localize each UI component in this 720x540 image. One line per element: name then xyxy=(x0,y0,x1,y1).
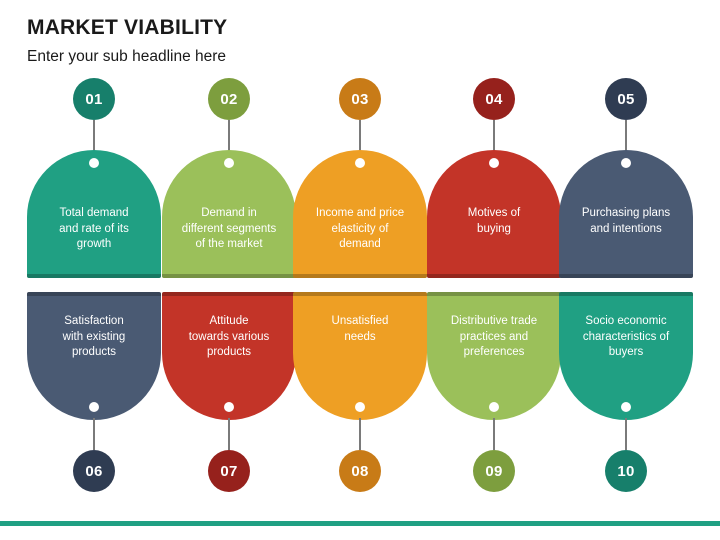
infographic-column-08[interactable]: Unsatisfied needs 08 xyxy=(293,292,427,492)
arch-card[interactable]: Attitude towards various products xyxy=(162,292,296,420)
footer-accent-bar xyxy=(0,521,720,526)
arch-card[interactable]: Income and price elasticity of demand xyxy=(293,150,427,278)
infographic-column-07[interactable]: Attitude towards various products 07 xyxy=(162,292,296,492)
page-subtitle: Enter your sub headline here xyxy=(27,48,227,65)
arch-card[interactable]: Motives of buying xyxy=(427,150,561,278)
card-label: Demand in different segments of the mark… xyxy=(181,207,277,250)
infographic-column-06[interactable]: Satisfaction with existing products 06 xyxy=(27,292,161,492)
card-label: Total demand and rate of its growth xyxy=(59,207,129,250)
arch-card[interactable]: Purchasing plans and intentions xyxy=(559,150,693,278)
connector-line xyxy=(359,120,361,152)
infographic-column-10[interactable]: Socio economic characteristics of buyers… xyxy=(559,292,693,492)
number-badge[interactable]: 01 xyxy=(73,78,115,120)
connector-dot-icon xyxy=(621,158,631,168)
card-label: Income and price elasticity of demand xyxy=(315,207,405,250)
card-accent-strip xyxy=(27,274,161,278)
infographic-column-01[interactable]: 01 Total demand and rate of its growth xyxy=(27,78,161,280)
arch-card[interactable]: Satisfaction with existing products xyxy=(27,292,161,420)
number-badge[interactable]: 02 xyxy=(208,78,250,120)
card-label: Motives of buying xyxy=(467,207,521,235)
card-accent-strip xyxy=(427,274,561,278)
connector-dot-icon xyxy=(89,402,99,412)
connector-dot-icon xyxy=(489,158,499,168)
arch-card[interactable]: Distributive trade practices and prefere… xyxy=(427,292,561,420)
infographic-column-02[interactable]: 02 Demand in different segments of the m… xyxy=(162,78,296,280)
card-label: Satisfaction with existing products xyxy=(62,315,126,358)
card-label: Distributive trade practices and prefere… xyxy=(450,315,538,358)
card-accent-strip xyxy=(293,292,427,296)
connector-dot-icon xyxy=(355,158,365,168)
connector-line xyxy=(228,120,230,152)
infographic-column-03[interactable]: 03 Income and price elasticity of demand xyxy=(293,78,427,280)
connector-dot-icon xyxy=(224,158,234,168)
connector-dot-icon xyxy=(355,402,365,412)
connector-dot-icon xyxy=(89,158,99,168)
arch-card[interactable]: Socio economic characteristics of buyers xyxy=(559,292,693,420)
card-accent-strip xyxy=(162,274,296,278)
connector-line xyxy=(93,418,95,450)
card-label: Socio economic characteristics of buyers xyxy=(582,315,670,358)
infographic-column-04[interactable]: 04 Motives of buying xyxy=(427,78,561,280)
infographic-column-05[interactable]: 05 Purchasing plans and intentions xyxy=(559,78,693,280)
card-label: Unsatisfied needs xyxy=(331,315,389,343)
card-accent-strip xyxy=(559,274,693,278)
connector-line xyxy=(228,418,230,450)
number-badge[interactable]: 04 xyxy=(473,78,515,120)
card-accent-strip xyxy=(162,292,296,296)
arch-card[interactable]: Demand in different segments of the mark… xyxy=(162,150,296,278)
number-badge[interactable]: 07 xyxy=(208,450,250,492)
number-badge[interactable]: 08 xyxy=(339,450,381,492)
number-badge[interactable]: 10 xyxy=(605,450,647,492)
number-badge[interactable]: 09 xyxy=(473,450,515,492)
number-badge[interactable]: 06 xyxy=(73,450,115,492)
card-label: Attitude towards various products xyxy=(188,315,270,358)
connector-line xyxy=(625,418,627,450)
connector-line xyxy=(493,120,495,152)
page-title: MARKET VIABILITY xyxy=(27,16,228,39)
card-accent-strip xyxy=(27,292,161,296)
connector-line xyxy=(93,120,95,152)
card-accent-strip xyxy=(293,274,427,278)
connector-line xyxy=(625,120,627,152)
number-badge[interactable]: 03 xyxy=(339,78,381,120)
card-accent-strip xyxy=(559,292,693,296)
card-accent-strip xyxy=(427,292,561,296)
connector-line xyxy=(359,418,361,450)
connector-dot-icon xyxy=(489,402,499,412)
connector-dot-icon xyxy=(224,402,234,412)
number-badge[interactable]: 05 xyxy=(605,78,647,120)
infographic-column-09[interactable]: Distributive trade practices and prefere… xyxy=(427,292,561,492)
connector-dot-icon xyxy=(621,402,631,412)
arch-card[interactable]: Total demand and rate of its growth xyxy=(27,150,161,278)
card-label: Purchasing plans and intentions xyxy=(581,207,671,235)
connector-line xyxy=(493,418,495,450)
arch-card[interactable]: Unsatisfied needs xyxy=(293,292,427,420)
